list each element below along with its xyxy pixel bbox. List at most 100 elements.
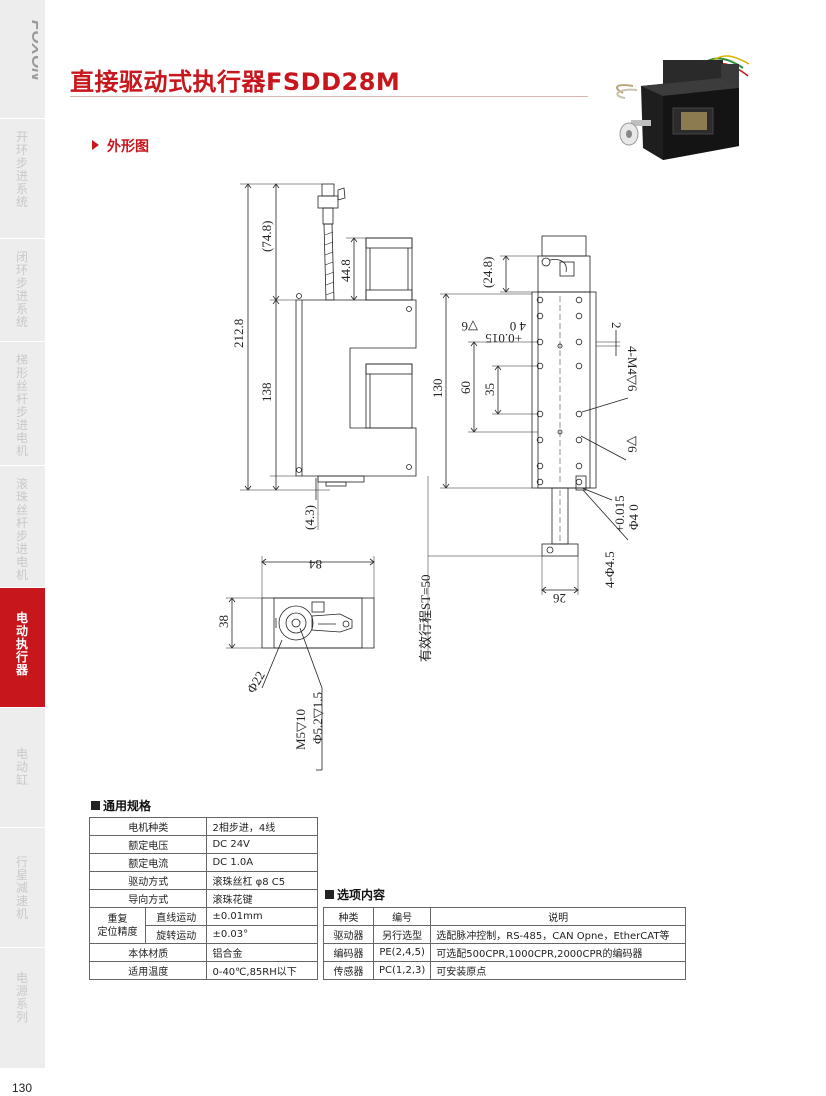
spec-value: 2相步进，4线 [206,817,318,836]
sidebar-item-electric-cylinder[interactable]: 电动缸 [0,707,45,827]
triangle-bullet-icon [92,140,99,150]
column-header: 编号 [372,907,432,926]
sidebar-item-label: 闭环步进系统 [16,250,29,329]
dim-38: 38 [216,615,231,628]
product-photo [616,55,750,160]
option-code: PE(2,4,5) [372,943,432,962]
option-kind: 编码器 [323,943,374,962]
section-heading: 外形图 [92,136,149,156]
option-code: PC(1,2,3) [372,961,432,980]
dim-phi4: Φ4 0 [626,504,641,530]
dim-74-8: (74.8) [259,221,274,252]
table-row: 驱动器 另行选型 选配脉冲控制，RS-485，CAN Opne，EtherCAT… [323,925,686,944]
table-header-row: 种类 编号 说明 [323,907,686,926]
table-row: 重复定位精度 直线运动 ±0.01mm [89,907,318,944]
spec-group-key: 重复定位精度 [89,907,146,944]
dim-tol-4: 4 0 [510,319,526,334]
dim-4-3: (4.3) [302,505,317,530]
table-row: 驱动方式滚珠丝杠 φ8 C5 [88,871,318,890]
spec-value: 滚珠丝杠 φ8 C5 [206,871,318,890]
sidebar-item-label: 电动执行器 [16,611,29,677]
dim-44-8: 44.8 [338,259,353,282]
dim-m4: 4-M4▽6 [625,346,640,392]
option-desc: 选配脉冲控制，RS-485，CAN Opne，EtherCAT等 [430,925,686,944]
sidebar-item-electric-actuator[interactable]: 电动执行器 [0,587,45,707]
dim-212-8: 212.8 [231,319,246,348]
dim-015: +0.015 [612,495,627,532]
spec-value: 铝合金 [206,943,318,962]
dim-26: 26 [553,591,567,606]
sidebar-item-closed-loop[interactable]: 闭环步进系统 [0,238,45,341]
table-row: 导向方式滚珠花键 [88,889,318,908]
page-number: 130 [12,1081,33,1095]
sidebar-item-power-supply[interactable]: 电源系列 [0,947,45,1068]
dim-v6: ▽6 [625,436,640,453]
spec-key: 驱动方式 [88,871,208,890]
dim-phi5-2: Φ5.2▽1.5 [310,692,325,744]
dim-24-8: (24.8) [480,257,495,288]
dim-m5: M5▽10 [293,709,308,750]
spec-group-line1: 重复 [107,913,128,925]
dim-84: 84 [309,557,323,572]
title-divider [70,96,588,97]
spec-value: 0-40℃,85RH以下 [206,961,318,980]
spec-subkey: 直线运动 [144,907,208,926]
page-title: 直接驱动式执行器FSDD28M [70,68,401,96]
spec-key: 适用温度 [88,961,208,980]
spec-key: 额定电压 [88,835,208,854]
brand-logo-text: FOXON [28,20,38,81]
options-table: 种类 编号 说明 驱动器 另行选型 选配脉冲控制，RS-485，CAN Opne… [323,907,686,980]
options-heading-text: 选项内容 [337,888,386,902]
dim-tol-v6: ▽6 [461,319,478,334]
spec-subkey: 旋转运动 [144,925,208,944]
options-heading: 选项内容 [325,886,385,903]
spec-key: 导向方式 [88,889,208,908]
table-row: 编码器 PE(2,4,5) 可选配500CPR,1000CPR,2000CPR的… [323,943,686,962]
sidebar-item-planetary-reducer[interactable]: 行星减速机 [0,827,45,947]
dim-tol-015: +0.015 [485,331,522,346]
dim-2: 2 [609,322,624,329]
dim-35: 35 [482,383,497,396]
spec-value: 滚珠花键 [206,889,318,908]
sidebar-item-label: 开环步进系统 [16,130,29,209]
spec-key: 电机种类 [88,817,208,836]
dim-138: 138 [259,383,274,403]
option-kind: 传感器 [323,961,374,980]
dim-130: 130 [430,379,445,399]
spec-value: DC 24V [206,835,318,854]
option-desc: 可安装原点 [430,961,686,980]
spec-heading-text: 通用规格 [103,799,152,813]
sidebar-item-label: 电源系列 [16,971,29,1024]
table-row: 传感器 PC(1,2,3) 可安装原点 [323,961,686,980]
sidebar-item-label: 滚珠丝杆步进电机 [16,477,29,582]
brand-logo: FOXON [28,20,38,81]
sidebar-item-trapezoid-screw[interactable]: 梯形丝杆步进电机 [0,341,45,465]
square-bullet-icon [91,801,100,810]
spec-value: ±0.01mm [206,907,318,926]
spec-key: 本体材质 [88,943,208,962]
sidebar-item-ball-screw[interactable]: 滚珠丝杆步进电机 [0,465,45,587]
option-desc: 可选配500CPR,1000CPR,2000CPR的编码器 [430,943,686,962]
sidebar-item-open-loop[interactable]: 开环步进系统 [0,118,45,238]
dim-60: 60 [458,381,473,394]
dim-phi4-5: 4-Φ4.5 [602,551,617,588]
spec-value: DC 1.0A [206,853,318,872]
sidebar: FOXON 开环步进系统 闭环步进系统 梯形丝杆步进电机 滚珠丝杆步进电机 电动… [0,0,45,1068]
dim-stroke: 有效行程ST=50 [418,574,433,662]
spec-value: ±0.03° [206,925,318,944]
sidebar-item-label: 梯形丝杆步进电机 [16,353,29,458]
spec-key: 额定电流 [88,853,208,872]
sidebar-item-label: 电动缸 [16,747,29,787]
spec-heading: 通用规格 [91,797,151,814]
table-row: 本体材质铝合金 [88,943,318,962]
square-bullet-icon [325,890,334,899]
column-header: 种类 [323,907,374,926]
section-heading-text: 外形图 [107,139,149,155]
table-row: 旋转运动 ±0.03° [90,925,318,944]
sidebar-item-label: 行星减速机 [16,855,29,921]
column-header: 说明 [430,907,686,926]
